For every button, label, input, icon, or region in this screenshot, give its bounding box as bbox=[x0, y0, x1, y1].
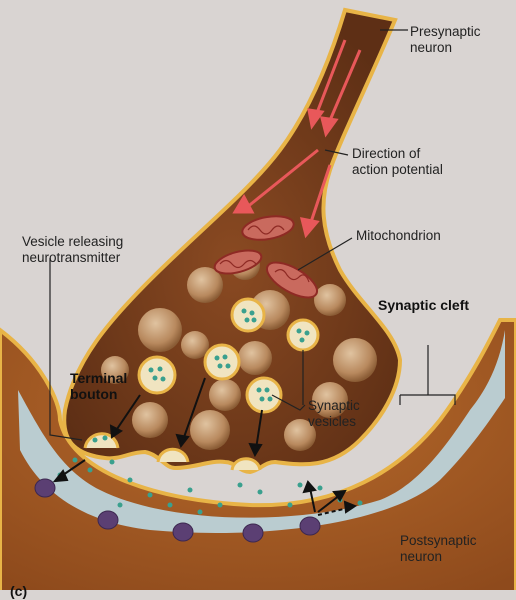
neurotransmitter-in-vesicles bbox=[148, 308, 310, 402]
release-sites bbox=[83, 432, 262, 471]
postsynaptic-neuron-body bbox=[0, 318, 516, 600]
leader-lines bbox=[49, 29, 456, 441]
label-terminal-bouton: Terminal bouton bbox=[70, 370, 128, 402]
synaptic-vesicles-loaded bbox=[137, 297, 320, 414]
presynaptic-terminal-body bbox=[62, 7, 403, 475]
label-synaptic-cleft: Synaptic cleft bbox=[378, 297, 470, 313]
label-postsynaptic-neuron: Postsynaptic neuron bbox=[400, 533, 477, 564]
label-mitochondrion: Mitochondrion bbox=[356, 228, 441, 243]
postsynaptic-receptors bbox=[34, 478, 321, 543]
pointer-arrows bbox=[52, 377, 358, 516]
panel-letter: (c) bbox=[10, 583, 28, 599]
mitochondria bbox=[213, 215, 318, 299]
released-neurotransmitter bbox=[57, 435, 363, 515]
label-synaptic-vesicles: Synaptic vesicles bbox=[308, 398, 360, 429]
storage-vesicles bbox=[101, 250, 377, 451]
label-direction-of-action-potential: Direction of action potential bbox=[352, 146, 443, 177]
label-presynaptic-neuron: Presynaptic neuron bbox=[410, 24, 481, 55]
label-vesicle-releasing-neurotransmitter: Vesicle releasing neurotransmitter bbox=[22, 234, 124, 265]
action-potential-arrows bbox=[232, 39, 362, 239]
